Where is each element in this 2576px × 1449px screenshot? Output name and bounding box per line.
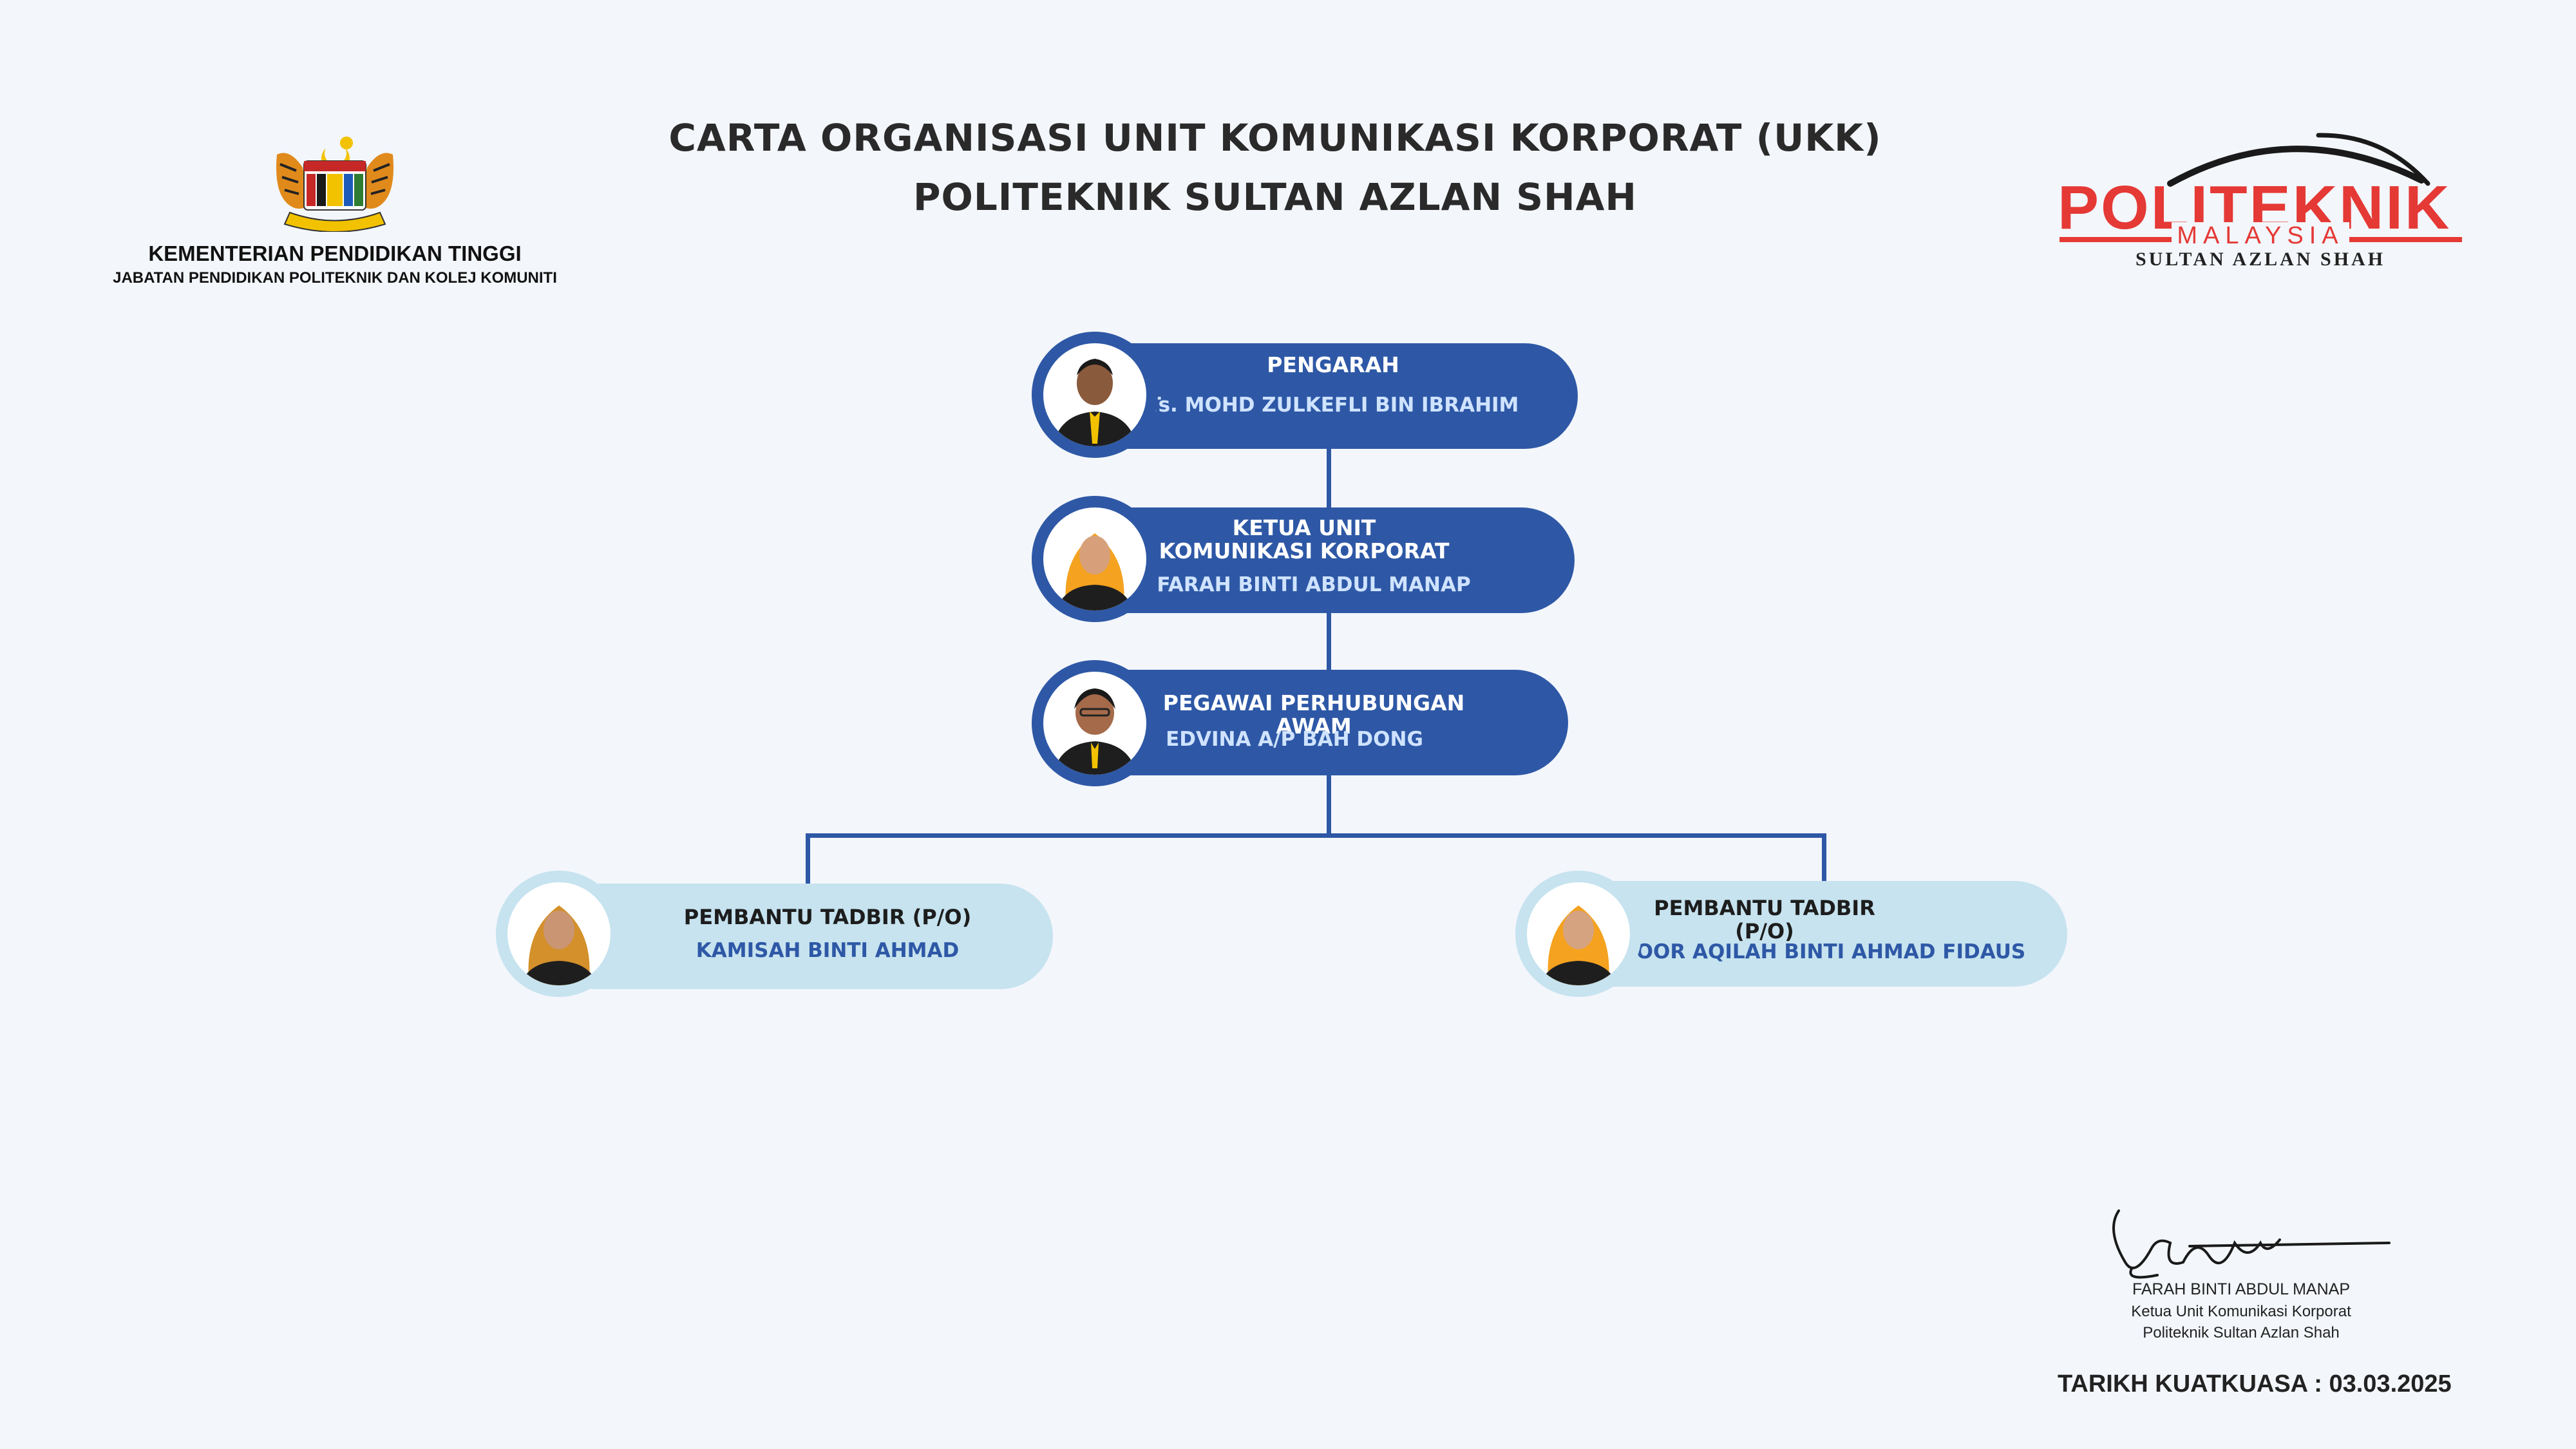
- person-icon: [1053, 688, 1137, 775]
- person-icon: [1540, 905, 1617, 985]
- assistant-2-photo: [1515, 871, 1642, 997]
- assistant-1-name: KAMISAH BINTI AHMAD: [696, 939, 960, 962]
- director-photo: [1032, 332, 1158, 458]
- title-line-2: POLITEKNIK SULTAN AZLAN SHAH: [913, 175, 1637, 219]
- politeknik-logo: POLITEKNIK MALAYSIA SULTAN AZLAN SHAH: [2048, 122, 2473, 277]
- head-photo: [1032, 496, 1158, 622]
- connector-horizontal: [806, 833, 1826, 838]
- effective-date: TARIKH KUATKUASA : 03.03.2025: [2058, 1370, 2452, 1397]
- assistant-2-role: PEMBANTU TADBIR (P/O): [1654, 896, 1875, 943]
- director-role: PENGARAH: [1267, 352, 1399, 377]
- connector-right-drop: [1822, 833, 1826, 884]
- pr-officer-role: PEGAWAI PERHUBUNGAN AWAM: [1162, 690, 1465, 739]
- ministry-name: KEMENTERIAN PENDIDIKAN TINGGI: [148, 242, 522, 265]
- person-icon: [520, 905, 598, 985]
- signature-position: Ketua Unit Komunikasi Korporat: [2131, 1303, 2351, 1320]
- signature-institution: Politeknik Sultan Azlan Shah: [2143, 1324, 2340, 1341]
- node-assistant-1: PEMBANTU TADBIR (P/O) KAMISAH BINTI AHMA…: [544, 884, 1053, 989]
- head-role-line1: KETUA UNIT: [1232, 515, 1376, 540]
- assistant-2-name: NOOR AQILAH BINTI AHMAD FIDAUS: [1619, 940, 2026, 963]
- head-role-line2: KOMUNIKASI KORPORAT: [1159, 538, 1450, 564]
- person-icon: [1053, 359, 1137, 446]
- logo-swoosh-icon: [2167, 133, 2430, 187]
- handwritten-signature: [2112, 1209, 2391, 1279]
- title-line-1: CARTA ORGANISASI UNIT KOMUNIKASI KORPORA…: [668, 116, 1882, 160]
- director-name: Ts. MOHD ZULKEFLI BIN IBRAHIM: [1147, 393, 1519, 417]
- node-assistant-2: PEMBANTU TADBIR (P/O) NOOR AQILAH BINTI …: [1552, 881, 2067, 987]
- malaysia-coat-of-arms-icon: [276, 137, 393, 232]
- logo-country: MALAYSIA: [2048, 222, 2473, 250]
- assistant-1-photo: [496, 871, 622, 997]
- assistant-1-role: PEMBANTU TADBIR (P/O): [683, 905, 972, 929]
- connector-left-drop: [806, 833, 810, 885]
- pr-officer-name: EDVINA A/P BAH DONG: [1166, 728, 1423, 751]
- head-name: FARAH BINTI ABDUL MANAP: [1157, 573, 1471, 596]
- logo-campus: SULTAN AZLAN SHAH: [2135, 249, 2386, 270]
- pr-officer-photo: [1032, 660, 1158, 786]
- ministry-department: JABATAN PENDIDIKAN POLITEKNIK DAN KOLEJ …: [113, 269, 557, 287]
- signature-name: FARAH BINTI ABDUL MANAP: [2132, 1280, 2351, 1298]
- connector-vertical-main: [1327, 444, 1331, 837]
- person-icon: [1056, 533, 1133, 611]
- chart-title: CARTA ORGANISASI UNIT KOMUNIKASI KORPORA…: [0, 108, 2550, 227]
